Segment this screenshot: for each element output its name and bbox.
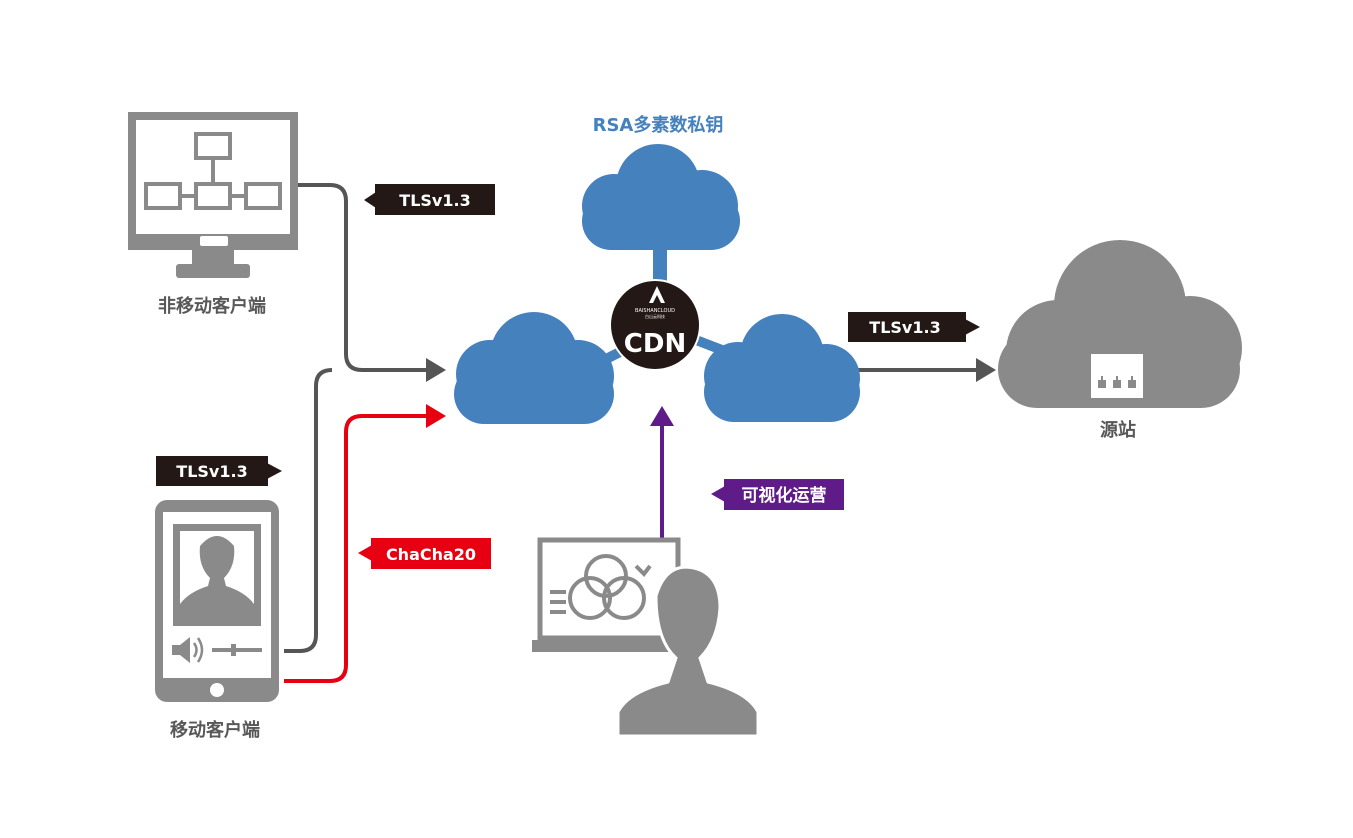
top-cloud-icon bbox=[582, 144, 740, 250]
operator-person-icon bbox=[616, 565, 760, 738]
cdn-logo-icon bbox=[649, 286, 665, 303]
origin-cloud-icon bbox=[998, 240, 1242, 408]
cipher-tag-mobile: ChaCha20 bbox=[358, 538, 491, 569]
desktop-icon bbox=[128, 112, 298, 278]
cipher-arrow-head bbox=[426, 404, 446, 428]
right-cloud-icon bbox=[704, 314, 860, 422]
svg-text:TLSv1.3: TLSv1.3 bbox=[399, 191, 470, 210]
server-rack-icon bbox=[1091, 354, 1143, 398]
desktop-client-label: 非移动客户端 bbox=[158, 295, 266, 317]
cdn-logo-text: BAISHANCLOUD bbox=[635, 308, 675, 314]
tls-tag-mobile: TLSv1.3 bbox=[156, 456, 282, 486]
tls-tag-desktop: TLSv1.3 bbox=[364, 184, 495, 215]
mobile-client-label: 移动客户端 bbox=[170, 719, 260, 741]
laptop-icon bbox=[532, 537, 688, 652]
svg-text:TLSv1.3: TLSv1.3 bbox=[869, 318, 940, 337]
origin-arrow-head bbox=[976, 358, 996, 382]
svg-text:TLSv1.3: TLSv1.3 bbox=[176, 462, 247, 481]
desktop-arrow-head bbox=[426, 358, 446, 382]
left-cloud-icon bbox=[454, 312, 614, 424]
cdn-hub bbox=[609, 279, 701, 371]
cdn-cluster: BAISHANCLOUD 白山云科技 CDN bbox=[454, 144, 860, 424]
mobile-to-cdn-line bbox=[284, 368, 333, 653]
mobile-cipher-line bbox=[284, 414, 428, 683]
origin-label: 源站 bbox=[1100, 419, 1136, 441]
rsa-title: RSA多素数私钥 bbox=[593, 114, 724, 136]
cdn-logo-subtext: 白山云科技 bbox=[645, 313, 665, 319]
tls-tag-origin: TLSv1.3 bbox=[848, 312, 980, 342]
desktop-to-cdn-line bbox=[298, 183, 428, 372]
ops-arrow-head bbox=[650, 406, 674, 426]
mobile-icon bbox=[155, 500, 279, 702]
svg-text:可视化运营: 可视化运营 bbox=[742, 485, 827, 506]
svg-text:ChaCha20: ChaCha20 bbox=[386, 545, 476, 564]
cdn-label: CDN bbox=[624, 329, 686, 359]
ops-tag: 可视化运营 bbox=[711, 479, 844, 510]
